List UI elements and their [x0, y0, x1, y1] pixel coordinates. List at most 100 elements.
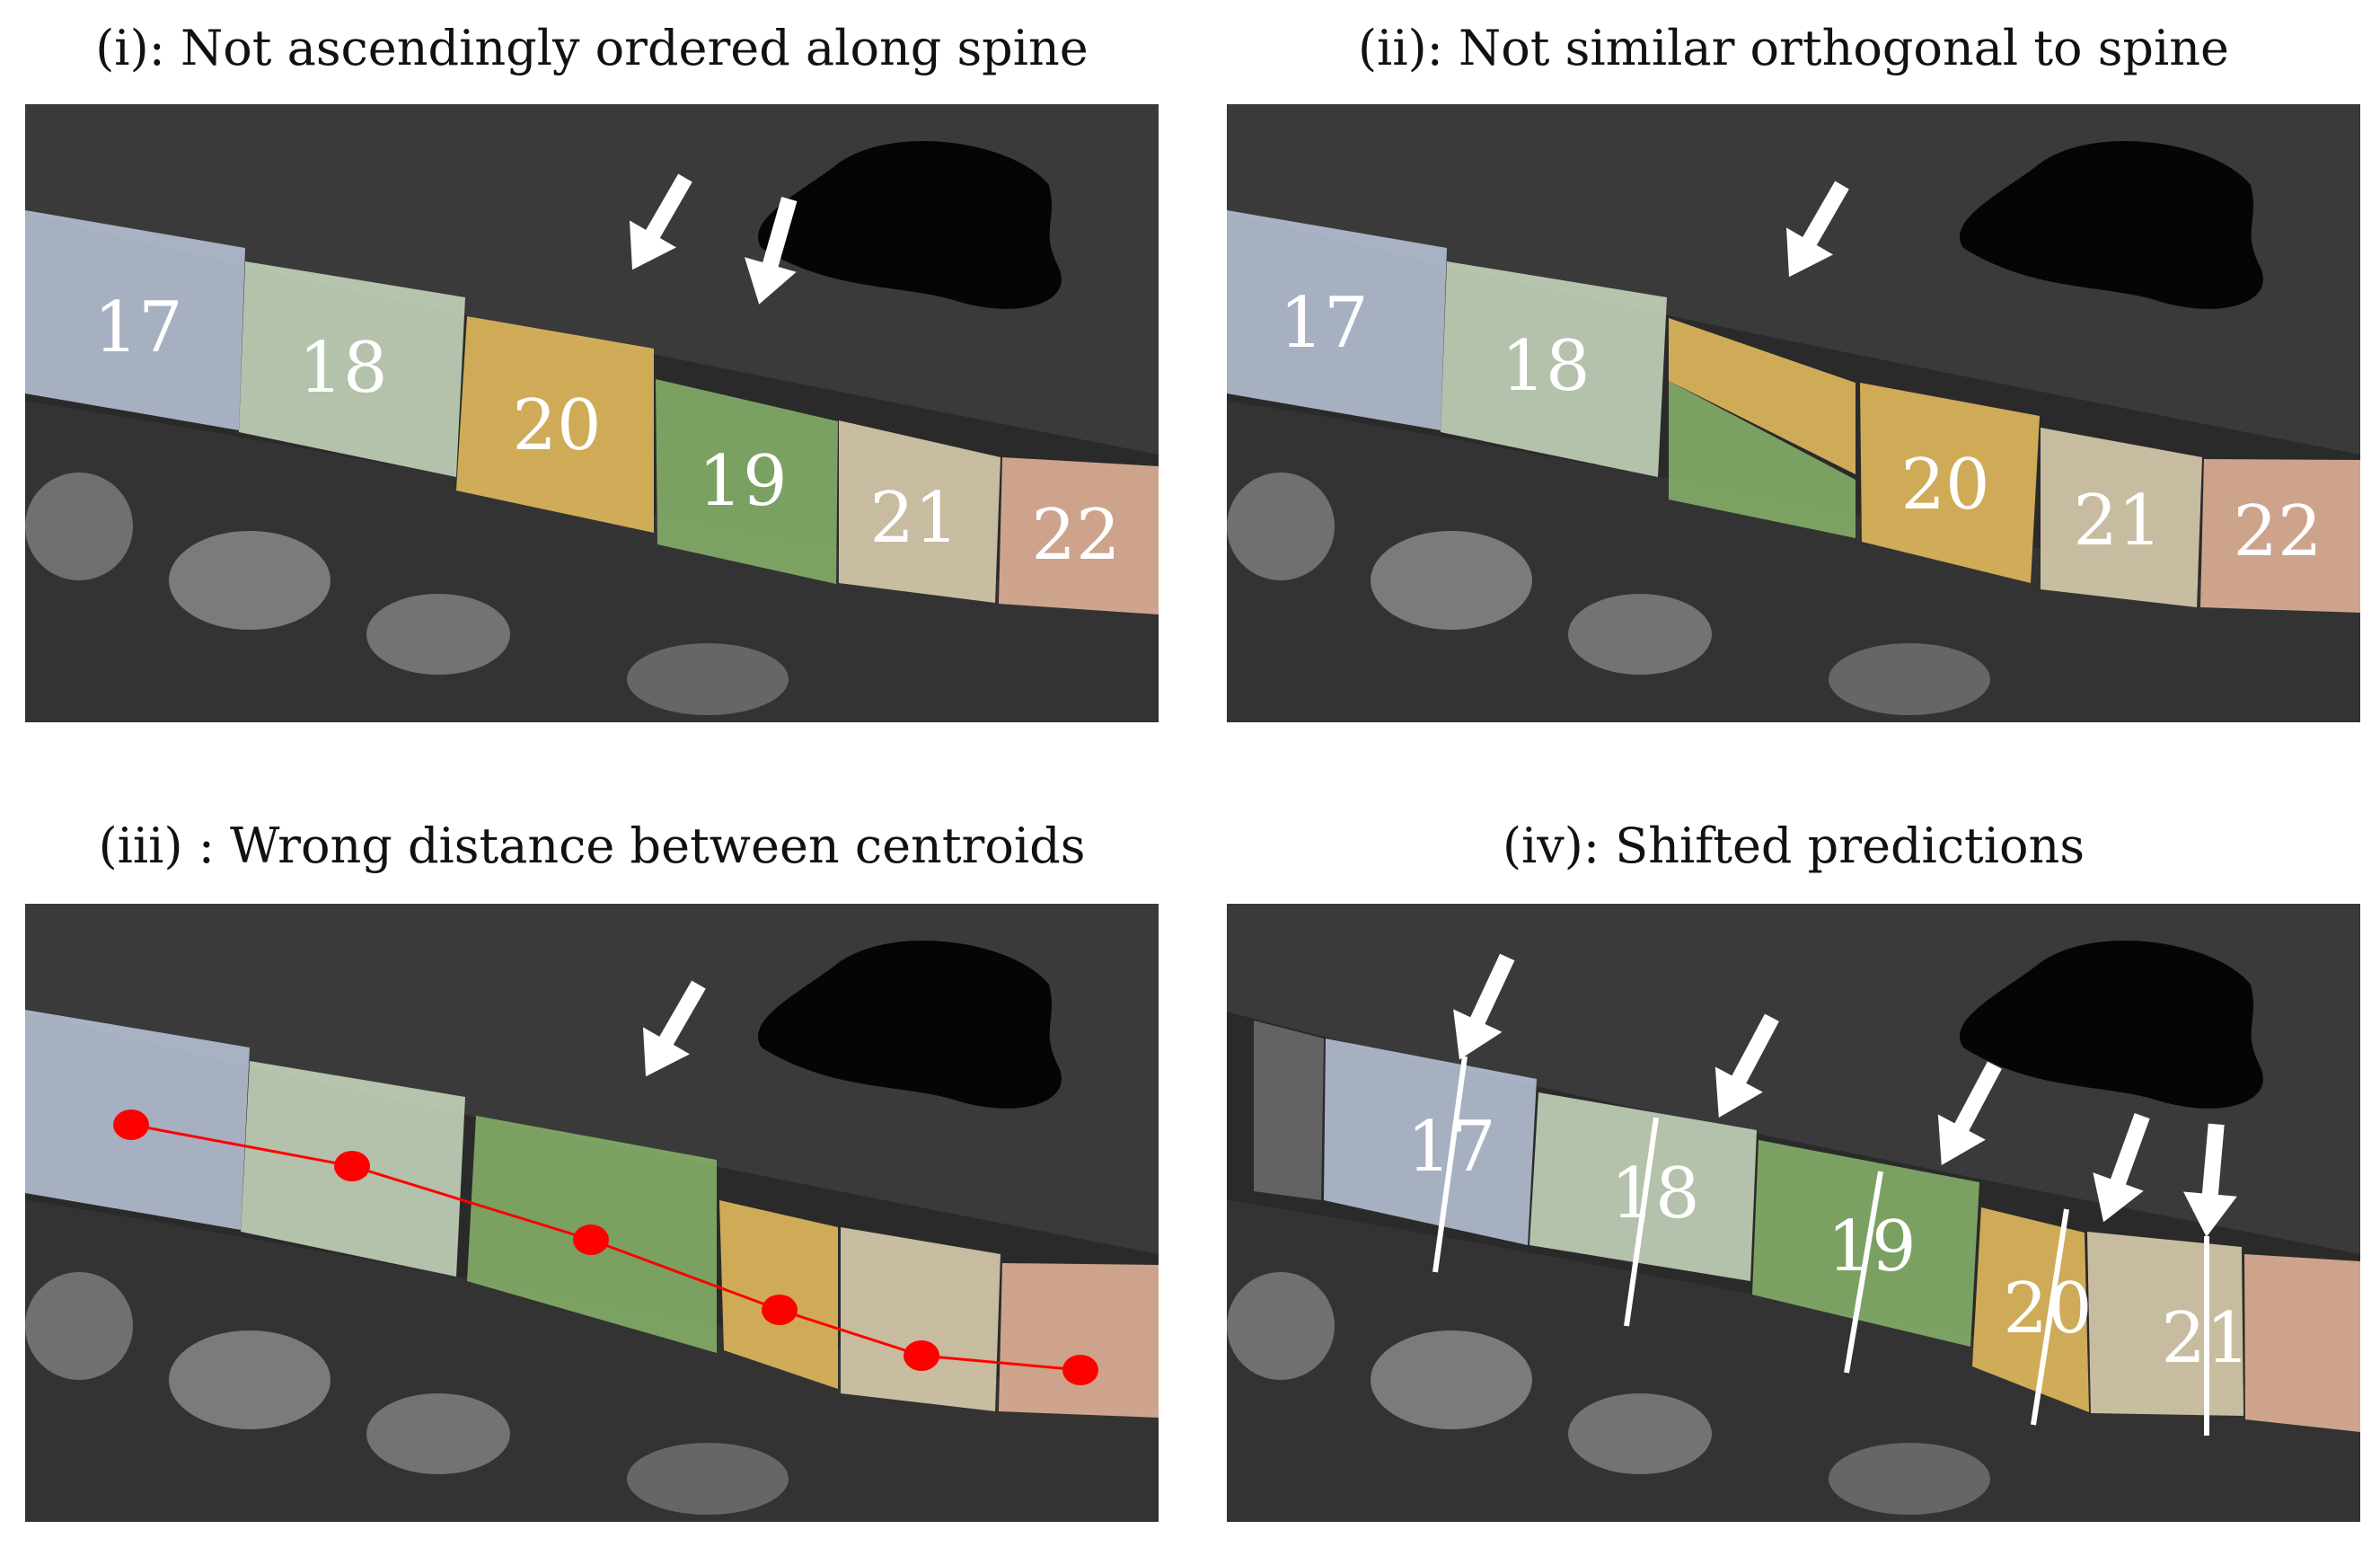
arrow-down-left-icon — [2093, 1112, 2150, 1223]
vertebra-mask-17 — [1324, 1039, 1537, 1245]
centroid-marker — [762, 1295, 798, 1325]
ct-image: 17 18 20 21 22 — [1227, 104, 2360, 722]
ct-svg: 17 18 20 19 21 22 — [25, 104, 1159, 722]
panel-i: (i): Not ascendingly ordered along spine… — [25, 0, 1159, 723]
rib-bone — [25, 1272, 133, 1380]
vertebra-mask-20 — [1860, 383, 2040, 583]
rib-bone — [169, 1330, 331, 1429]
rib-bone — [366, 1393, 510, 1474]
vertebra-group — [1227, 210, 2360, 613]
panel-iv: (iv): Shifted predictions — [1227, 798, 2360, 1525]
air-pocket — [758, 141, 1062, 309]
shift-line — [1432, 1056, 1468, 1273]
vertebra-label: 20 — [1900, 445, 1989, 526]
arrow-down-left-icon — [1786, 181, 1849, 278]
centroid-marker — [113, 1109, 149, 1140]
ct-image — [25, 904, 1159, 1522]
vertebra-mask-20-top — [1669, 318, 1856, 474]
rib-bone — [1568, 594, 1712, 675]
unlabeled-bone — [1254, 1021, 1324, 1200]
vertebra-label: 17 — [1406, 1107, 1495, 1188]
vertebra-label: 20 — [512, 385, 601, 466]
centroid-marker — [904, 1340, 939, 1371]
shift-line — [1624, 1117, 1659, 1327]
vertebra-mask-17 — [25, 210, 245, 430]
ct-svg: 17 18 20 21 22 — [1227, 104, 2360, 722]
centroid-markers — [113, 1109, 1098, 1385]
vertebra-mask-21 — [839, 420, 1000, 603]
arrow-down-left-icon — [1453, 953, 1515, 1060]
arrow-down-left-icon — [1937, 1061, 2002, 1165]
vertebra-label: 21 — [869, 478, 958, 559]
centroid-marker — [334, 1151, 370, 1181]
vertebra-mask — [841, 1227, 1000, 1411]
vertebra-label: 20 — [2003, 1269, 2092, 1349]
vertebra-mask-20 — [456, 316, 654, 533]
vertebra-group — [25, 210, 1159, 614]
vertebra-mask-18 — [1441, 261, 1667, 477]
ct-image: 17 18 19 20 21 — [1227, 904, 2360, 1522]
centroid-marker — [1062, 1355, 1098, 1385]
air-pocket — [1960, 941, 2263, 1109]
vertebra-mask-22 — [2244, 1254, 2360, 1432]
ct-svg: 17 18 19 20 21 — [1227, 904, 2360, 1522]
vertebra-label: 21 — [2073, 481, 2162, 561]
vertebra-mask-18 — [1529, 1092, 1757, 1281]
vertebra-mask-22 — [2200, 459, 2360, 613]
vertebra-label: 18 — [1610, 1154, 1699, 1234]
shift-line — [1844, 1171, 1883, 1374]
panel-title: (ii): Not similar orthogonal to spine — [1357, 20, 2230, 76]
rib-bone — [1371, 531, 1532, 630]
rib-bone — [1829, 1443, 1990, 1515]
rib-bone — [366, 594, 510, 675]
rib-bone — [169, 531, 331, 630]
rib-bone — [1568, 1393, 1712, 1474]
vertebra-label: 22 — [1031, 495, 1120, 576]
arrow-down-left-icon — [643, 980, 706, 1077]
vertebra-mask-19 — [656, 379, 838, 584]
rib-bone — [1829, 643, 1990, 715]
vertebra-label: 22 — [2233, 491, 2322, 572]
air-pocket — [1960, 141, 2263, 309]
shift-lines — [1432, 1056, 2209, 1436]
rib-bone — [627, 1443, 789, 1515]
centroid-line — [130, 1123, 1081, 1372]
vertebra-mask — [719, 1200, 838, 1389]
arrow-down-left-icon — [2183, 1123, 2237, 1237]
vertebra-label: 19 — [698, 441, 787, 522]
vertebra-mask-21 — [2041, 428, 2202, 607]
arrow-down-left-icon — [1714, 1013, 1779, 1118]
vertebra-mask-18 — [239, 261, 465, 477]
panel-iii: (iii) : Wrong distance between centroids — [25, 798, 1159, 1525]
panel-ii: (ii): Not similar orthogonal to spine 17… — [1227, 0, 2360, 723]
vertebra-label: 17 — [1279, 283, 1368, 364]
panel-title: (i): Not ascendingly ordered along spine — [95, 20, 1089, 76]
rib-bone — [1227, 473, 1335, 580]
panel-title: (iv): Shifted predictions — [1502, 818, 2085, 874]
rib-bone — [627, 643, 789, 715]
arrow-down-left-icon — [745, 197, 798, 305]
vertebra-label: 18 — [298, 328, 387, 409]
arrow-down-left-icon — [630, 173, 692, 270]
vertebra-mask — [999, 1263, 1159, 1418]
vertebra-label: 17 — [93, 287, 182, 368]
vertebra-label: 21 — [2161, 1298, 2250, 1379]
ct-svg — [25, 904, 1159, 1522]
vertebra-mask-green-wedge — [1669, 381, 1856, 538]
vertebra-mask-22 — [999, 457, 1159, 614]
tissue-lower — [25, 401, 1159, 722]
rib-bone — [25, 473, 133, 580]
vertebra-label: 18 — [1501, 326, 1590, 407]
ct-image: 17 18 20 19 21 22 — [25, 104, 1159, 722]
shift-line — [2031, 1208, 2069, 1426]
vertebra-label: 19 — [1827, 1207, 1916, 1287]
vertebra-mask-17 — [1227, 210, 1447, 430]
rib-bone — [1371, 1330, 1532, 1429]
tissue-lower — [1227, 401, 2360, 722]
panel-title: (iii) : Wrong distance between centroids — [98, 818, 1086, 874]
tissue-lower — [1227, 1200, 2360, 1522]
centroid-marker — [573, 1224, 609, 1255]
rib-bone — [1227, 1272, 1335, 1380]
tissue-lower — [25, 1200, 1159, 1522]
air-pocket — [758, 941, 1062, 1109]
